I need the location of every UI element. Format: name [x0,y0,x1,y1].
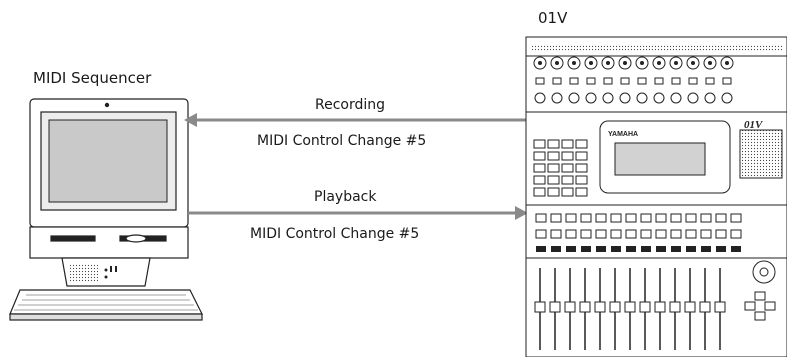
recording-label: Recording [315,97,386,113]
playback-arrow [188,206,528,220]
sequencer-label: MIDI Sequencer [33,69,152,87]
playback-message: MIDI Control Change #5 [250,226,420,242]
recording-arrow [184,113,526,127]
console-label: 01V [538,9,568,27]
computer-icon [9,98,203,321]
playback-label: Playback [314,189,377,205]
recording-message: MIDI Control Change #5 [257,133,427,149]
mixing-console-icon [525,36,787,357]
console-logo: YAMAHA [608,131,638,138]
console-model-badge: 01V [744,119,764,131]
